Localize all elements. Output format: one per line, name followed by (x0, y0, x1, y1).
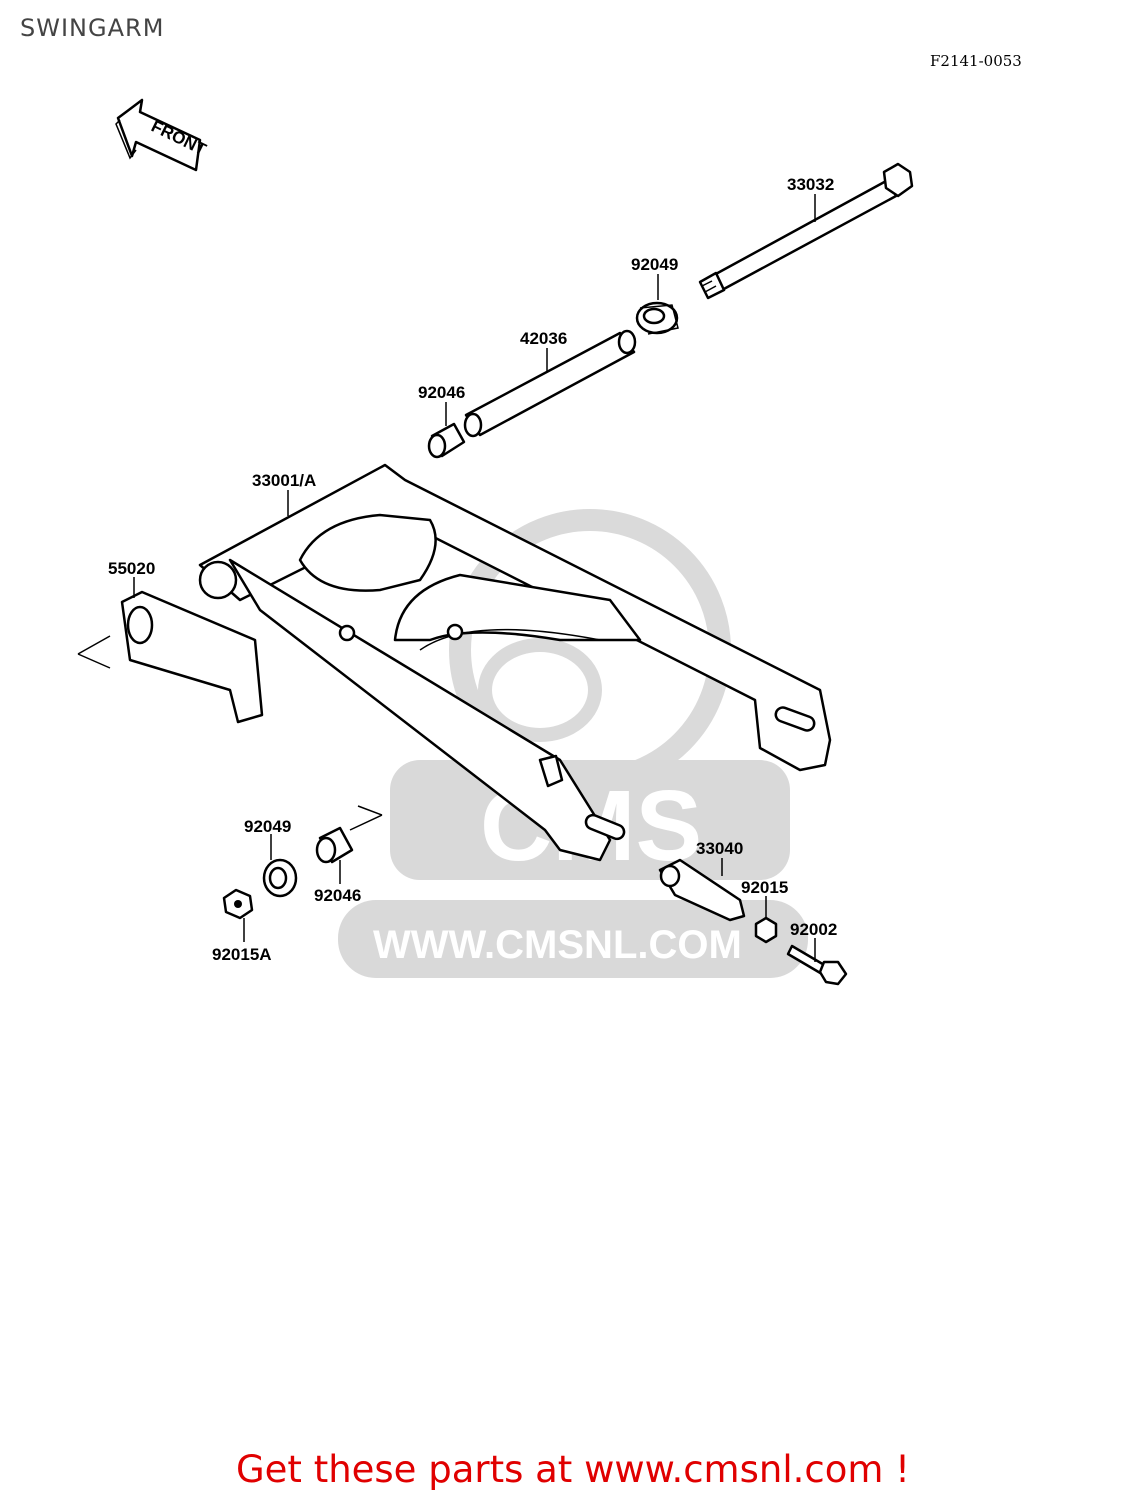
page-title: SWINGARM (20, 14, 165, 42)
front-arrow: FRONT (115, 98, 210, 172)
label-33040: 33040 (696, 839, 743, 858)
part-42036-sleeve (463, 329, 637, 438)
label-92049-top: 92049 (631, 255, 678, 274)
part-33001-swingarm (198, 463, 832, 862)
part-33032-axle (698, 162, 914, 300)
label-92015: 92015 (741, 878, 788, 897)
part-92015A-nut (222, 888, 254, 942)
footer-link[interactable]: Get these parts at www.cmsnl.com ! (235, 1448, 910, 1491)
part-92046-bottom-bearing (315, 805, 383, 884)
part-55020-chain-guard (77, 577, 264, 724)
part-92049-top-seal (635, 274, 679, 335)
label-55020: 55020 (108, 559, 155, 578)
label-92046-bottom: 92046 (314, 886, 361, 905)
part-92002-bolt (786, 938, 848, 986)
part-33040-adjuster (658, 858, 746, 922)
watermark-text: WWW.CMSNL.COM (373, 923, 742, 967)
part-92046-top-bearing (427, 402, 466, 459)
part-92015-nut (754, 896, 778, 944)
label-92015A: 92015A (212, 945, 272, 964)
diagram-code: F2141-0053 (930, 52, 1022, 70)
label-33001: 33001/A (252, 471, 316, 490)
label-92049-bottom: 92049 (244, 817, 291, 836)
label-33032: 33032 (787, 175, 834, 194)
label-42036: 42036 (520, 329, 567, 348)
label-92046-top: 92046 (418, 383, 465, 402)
part-92049-bottom-seal (262, 834, 298, 898)
label-92002: 92002 (790, 920, 837, 939)
